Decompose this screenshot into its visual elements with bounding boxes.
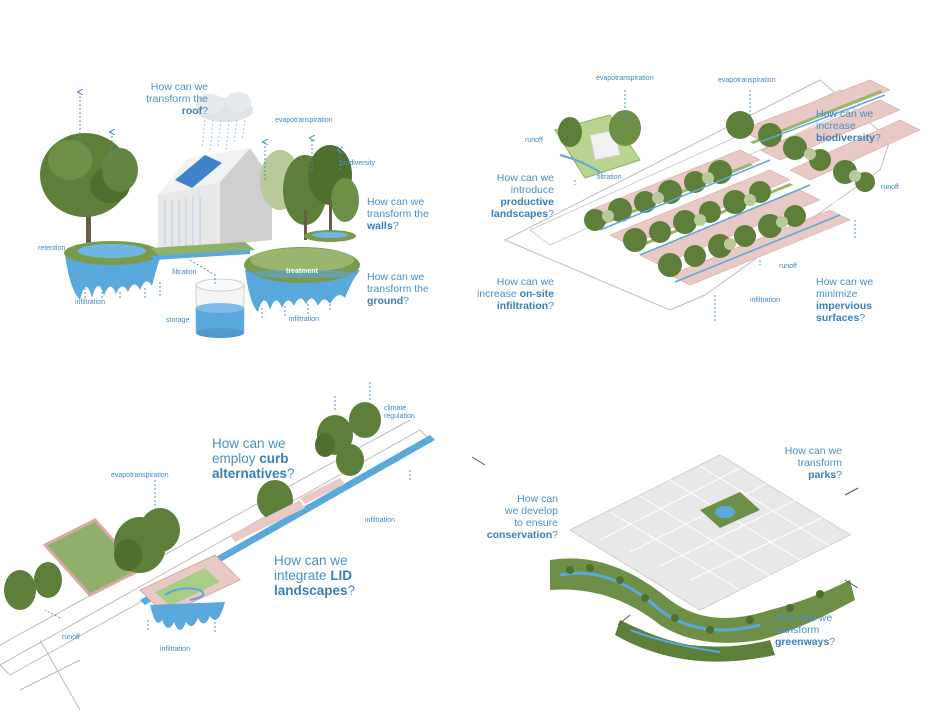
question-lid-landscapes: How can we integrate LID landscapes? xyxy=(274,553,356,598)
retention-pond xyxy=(64,241,160,300)
label-infiltration-right: infiltration xyxy=(365,517,395,524)
question-parks: How can we transform parks? xyxy=(784,445,842,481)
question-roof: How can we transform the roof? xyxy=(146,81,208,117)
label-evapotranspiration-left: evapotranspiration xyxy=(596,75,654,82)
rain-cloud-icon xyxy=(196,92,253,153)
building-scene-illustration xyxy=(40,60,360,338)
label-filtration-left: filtration xyxy=(597,174,622,181)
label-runoff: runoff xyxy=(62,634,80,641)
label-runoff-bottom: runoff xyxy=(779,263,797,270)
block-scene-illustration xyxy=(503,79,921,322)
city-scene-illustration xyxy=(471,454,859,662)
label-evapotranspiration: evapotranspiration xyxy=(275,117,333,124)
question-productive-landscapes: How can we introduce productive landscap… xyxy=(490,172,554,220)
street-scene-illustration xyxy=(0,380,435,711)
question-ground: How can we transform the ground? xyxy=(367,271,429,307)
panel-city-greenways: How can we transform parks? How can we d… xyxy=(470,440,950,710)
question-on-site-infiltration: How can we increase on-site infiltration… xyxy=(476,276,554,312)
label-treatment: treatment xyxy=(286,268,318,275)
house-illustration xyxy=(158,148,272,248)
label-biodiversity: biodiversity xyxy=(340,160,376,167)
label-runoff-right: runoff xyxy=(881,184,899,191)
label-infiltration-left: infiltration xyxy=(75,299,105,306)
question-impervious-surfaces: How can we minimize impervious surfaces? xyxy=(816,276,874,324)
question-walls: How can we transform the walls? xyxy=(367,196,429,232)
question-biodiversity: How can we increase biodiversity? xyxy=(816,108,881,144)
storage-tank xyxy=(195,278,245,338)
label-runoff-left: runoff xyxy=(525,137,543,144)
label-infiltration: infiltration xyxy=(750,297,780,304)
label-evapotranspiration: evapotranspiration xyxy=(111,472,169,479)
tree-left xyxy=(40,133,138,245)
panel-city-block: How can we increase biodiversity? How ca… xyxy=(470,60,950,340)
label-climate-regulation: climate regulation xyxy=(384,405,415,420)
panel-roof-walls-ground: How can we transform the roof? How can w… xyxy=(0,60,440,350)
label-infiltration-bottom: infiltration xyxy=(160,646,190,653)
label-filtration: filtration xyxy=(172,269,197,276)
label-retention: retention xyxy=(38,245,66,252)
treatment-wetland xyxy=(244,247,360,312)
question-greenways: How can we transform greenways? xyxy=(775,612,836,648)
question-conservation: How can we develop to ensure conservatio… xyxy=(486,493,558,541)
label-filtration-right: filtration xyxy=(832,199,860,206)
panel-street: How can we employ curb alternatives? How… xyxy=(0,370,470,713)
label-storage: storage xyxy=(166,317,190,324)
label-evapotranspiration-right: evapotranspiration xyxy=(718,77,776,84)
question-curb-alternatives: How can we employ curb alternatives? xyxy=(212,436,295,481)
label-infiltration-right: infiltration xyxy=(289,316,319,323)
trees-right xyxy=(260,145,359,240)
